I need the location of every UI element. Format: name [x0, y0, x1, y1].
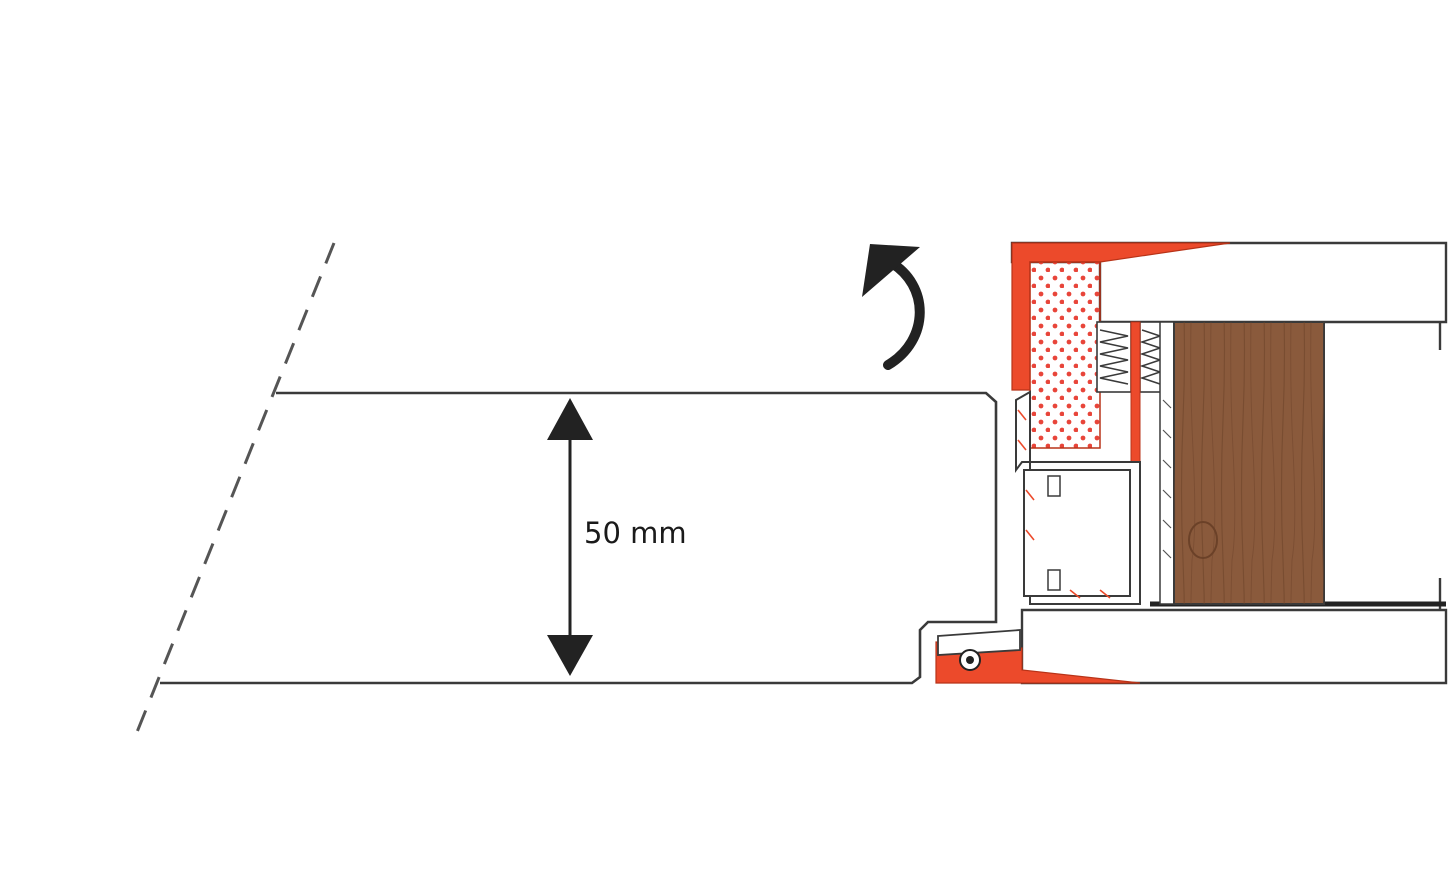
curved-arrow-icon — [862, 244, 925, 370]
bottom-seal — [935, 629, 1141, 684]
floor-plate-outline — [160, 391, 998, 685]
wood-core — [1173, 321, 1325, 605]
hollow-profile — [1015, 390, 1141, 605]
insulation-block — [1029, 261, 1101, 449]
glazing-strip — [1159, 321, 1175, 605]
spring-coils — [1096, 321, 1163, 393]
double-arrow-icon — [547, 398, 593, 676]
door-frame-section — [935, 241, 1448, 685]
dashed-pivot-line — [131, 242, 336, 743]
dimension-label: 50 mm — [584, 516, 687, 550]
